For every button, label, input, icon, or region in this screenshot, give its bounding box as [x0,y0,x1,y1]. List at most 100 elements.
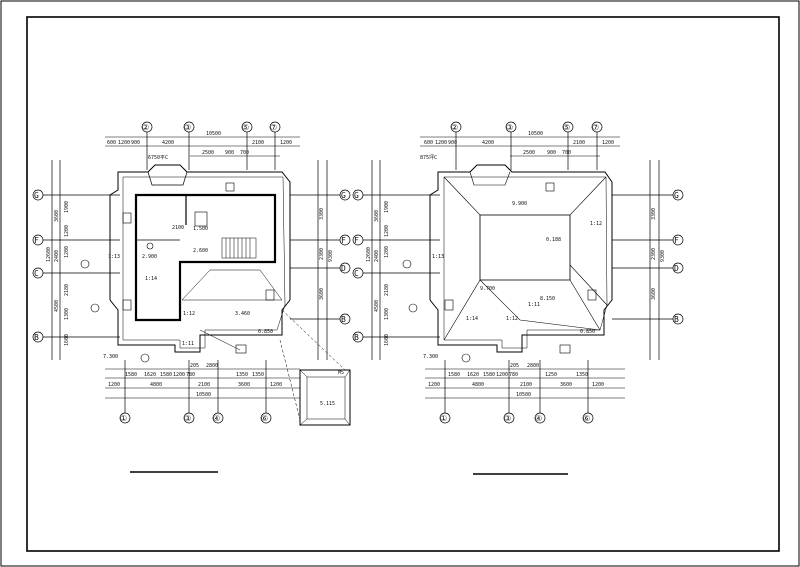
top-sub-dim-2-r: 900 [547,150,556,156]
detail-tag: M5 [338,370,344,376]
top-dim-2-r: 1200 [435,140,447,146]
elev-d: 0.850 [258,329,273,335]
top-sub-dim-1-r: 2500 [523,150,535,156]
stair-tag-r: 875坪C [420,154,437,161]
axis-left-3: C [34,269,39,278]
left-sub-4-r: 2180 [384,284,390,296]
bottom-sub-7-r: 1350 [576,372,588,378]
eave-line [122,176,286,349]
note-a-r: 0.188 [546,237,561,243]
top-dim-1-r: 600 [424,140,433,146]
top-dim-3-r: 900 [448,140,457,146]
left-total-dim: 12600 [46,247,52,262]
axis-bottom-2-r: ③ [504,414,511,423]
note-c: 2100 [172,225,184,231]
bottom-dim-2: 4800 [150,382,162,388]
top-dim-6: 1200 [280,140,292,146]
left-sub-6: 1600 [64,334,70,346]
bottom-axis-bubbles-r [439,360,594,424]
floor-plan-left: ② ③ ⑤ ⑦ 10500 600 1200 900 4200 2100 120… [32,121,351,473]
lvl-4: 1:14 [145,276,157,282]
left-sub-3: 1200 [64,246,70,258]
axis-top-1: ② [142,123,149,132]
elev-c: 7.300 [103,354,118,360]
right-axis-bubbles [290,160,351,360]
elev-d-r: 0.850 [580,329,595,335]
top-total-dim: 10500 [206,131,221,137]
roof-ridges [443,176,608,341]
stair-tag: 6750平C [148,155,168,161]
top-axis-bubbles [141,121,281,170]
fixtures [80,182,275,363]
roof-fixtures [402,171,597,363]
lvl-2-r: 1:12 [590,221,602,227]
bottom-sub-5: 780 [186,372,195,378]
left-dim-3: 4500 [54,300,60,312]
right-dim-2: 2300 [319,248,325,260]
right-dim-3-r: 3600 [651,288,657,300]
left-axis-bubbles [32,160,120,360]
bottom-dim-3: 2100 [198,382,210,388]
bottom-dim-3-r: 2100 [520,382,532,388]
right-axis-bubbles-r [612,160,684,360]
lvl-3-r: 1:11 [528,302,540,308]
note-c-r: 1:12 [506,316,518,322]
left-sub-5: 1300 [64,308,70,320]
lvl-1-r: 1:13 [432,254,444,260]
axis-left-4-r: B [354,333,359,342]
stair [221,237,257,259]
axis-right-4-r: B [674,315,679,324]
axis-left-3-r: C [354,269,359,278]
axis-top-2: ③ [184,123,191,132]
axis-bottom-4-r: ⑥ [583,414,590,423]
left-sub-1-r: 1900 [384,201,390,213]
axis-right-1-r: G [674,191,679,200]
axis-bottom-1-r: ① [440,414,447,423]
bottom-sub-3-r: 1580 [483,372,495,378]
axis-right-3: D [341,264,346,273]
bottom-sub-2: 1620 [144,372,156,378]
bottom-dim-4: 3600 [238,382,250,388]
right-dim-3: 3600 [319,288,325,300]
left-sub-3-r: 1200 [384,246,390,258]
bottom-dim-4-r: 3600 [560,382,572,388]
bottom-sub2-2-r: 2800 [527,363,539,369]
axis-top-3-r: ⑤ [563,123,570,132]
axis-right-4: B [341,315,346,324]
right-dim-2-r: 2300 [651,248,657,260]
right-dim-1-r: 3300 [651,208,657,220]
top-total-dim-r: 10500 [528,131,543,137]
roof-eave [443,176,608,349]
bottom-sub-7: 1350 [252,372,264,378]
left-sub-6-r: 1600 [384,334,390,346]
left-sub-2: 1200 [64,225,70,237]
detail-label: 5.115 [320,401,335,407]
inner-frame [26,16,780,552]
top-dimension-lines-r [420,136,620,157]
bottom-sub2-1: 205 [190,363,199,369]
detail-callout: 5.115 M5 [279,309,351,426]
top-dim-2: 1200 [118,140,130,146]
bottom-sub-1-r: 1580 [448,372,460,378]
bottom-sub-6: 1350 [236,372,248,378]
axis-bottom-3-r: ④ [535,414,542,423]
axis-bottom-3: ④ [213,414,220,423]
bottom-dim-1: 1200 [108,382,120,388]
axis-right-2-r: F [674,236,679,245]
axis-left-1-r: G [354,191,359,200]
axis-right-1: G [341,191,346,200]
left-dim-2: 2400 [54,250,60,262]
axis-right-2: F [341,236,346,245]
bottom-sub-2-r: 1620 [467,372,479,378]
top-sub-dim-3: 700 [240,150,249,156]
left-sub-2-r: 1200 [384,225,390,237]
top-axis-bubbles-r [450,121,603,170]
axis-bottom-1: ① [120,414,127,423]
axis-top-4-r: ⑦ [592,123,599,132]
bottom-total-dim-r: 10500 [516,392,531,398]
lvl-3: 1:11 [182,341,194,347]
bottom-sub-3: 1580 [160,372,172,378]
bottom-dim-1-r: 1200 [428,382,440,388]
bottom-sub-1: 1580 [125,372,137,378]
